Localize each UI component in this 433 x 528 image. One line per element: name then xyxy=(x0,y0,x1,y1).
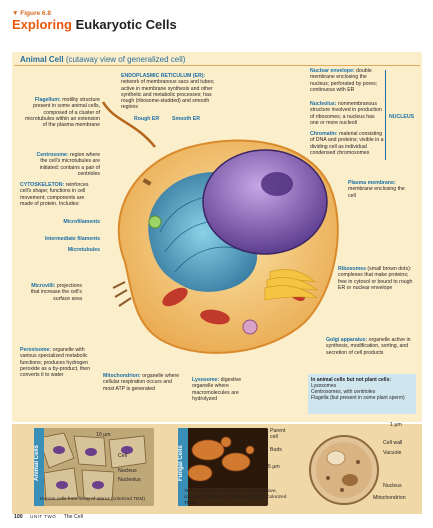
ribosomes-label: Ribosomes (small brown dots): complexes … xyxy=(338,266,416,291)
single-scale-label: 1 µm xyxy=(390,422,402,428)
nucleus-label: NUCLEUS xyxy=(389,114,414,120)
lysosome-label: Lysosome: digestive organelle where macr… xyxy=(192,377,258,402)
nucleus-shape xyxy=(203,150,327,254)
page-number: 100 xyxy=(14,514,23,520)
flagellum-label: Flagellum: motility structure present in… xyxy=(20,97,100,128)
page-title: Exploring Eukaryotic Cells xyxy=(12,17,177,32)
panel-title-main: Animal Cell xyxy=(20,55,64,64)
figure-label: ▼ Figure 6.8 xyxy=(12,10,51,17)
animal-scale-label: 10 µm xyxy=(96,432,111,438)
centrosome-label: Centrosome: region where the cell's micr… xyxy=(28,152,100,177)
parent-cell-label: Parent cell xyxy=(270,428,294,441)
microvilli-shape xyxy=(113,282,131,306)
title-colored: Exploring xyxy=(12,17,72,32)
intermediate-filaments-label: Intermediate filaments xyxy=(20,236,100,242)
cell-wall-label: Cell wall xyxy=(383,440,402,446)
yeast-scale-label: 5 µm xyxy=(268,464,280,470)
vacuole-label: Vacuole xyxy=(383,450,401,456)
cytoskeleton-label: CYTOSKELETON: reinforces cell's shape; f… xyxy=(20,182,94,207)
unit-label: UNIT TWO xyxy=(30,514,56,519)
animal-cell-label: Cell xyxy=(118,453,127,459)
animal-caption: Human cells from lining of uterus (color… xyxy=(40,497,160,503)
mitochondrion-label: Mitochondrion: organelle where cellular … xyxy=(103,373,181,392)
microfilaments-label: Microfilaments xyxy=(30,219,100,225)
buds-label: Buds xyxy=(270,447,282,453)
panel-divider xyxy=(14,65,420,66)
plasma-membrane-label: Plasma membrane: membrane enclosing the … xyxy=(348,180,412,199)
chromatin-label: Chromatin: material consisting of DNA an… xyxy=(310,131,384,156)
single-mito-label: Mitochondrion xyxy=(373,495,406,501)
animal-micrograph xyxy=(34,428,154,506)
animal-nucleolus-label: Nucleolus xyxy=(118,477,141,483)
panel-subtitle: (cutaway view of generalized cell) xyxy=(66,55,186,64)
page-footer: 100 UNIT TWO The Cell xyxy=(14,514,83,520)
chapter-label: The Cell xyxy=(64,514,83,520)
animal-only-note: In animal cells but not plant cells: Lys… xyxy=(308,374,416,414)
lysosome-shape xyxy=(243,320,257,334)
peroxisome-shape xyxy=(149,216,161,228)
er-label: ENDOPLASMIC RETICULUM (ER): network of m… xyxy=(121,73,223,111)
panel-title: Animal Cell (cutaway view of generalized… xyxy=(20,55,185,64)
animal-nucleus-label: Nucleus xyxy=(118,468,137,474)
note-line-3: Flagella (but present in some plant sper… xyxy=(311,395,413,401)
single-nucleus-label: Nucleus xyxy=(383,483,402,489)
figure-header: ▼ Figure 6.8 Exploring Eukaryotic Cells xyxy=(0,0,433,50)
nucleus-bracket xyxy=(385,70,386,160)
nucleolus-label: Nucleolus: nonmembranous structure invol… xyxy=(310,101,382,126)
yeast-caption: Yeast cells: reproducing by budding (abo… xyxy=(184,489,294,507)
animal-cells-tab: Animal Cells xyxy=(34,428,44,506)
peroxisome-label: Peroxisome: organelle with various speci… xyxy=(20,347,92,378)
microtubules-label: Microtubules xyxy=(30,247,100,253)
microvilli-label: Microvilli: projections that increase th… xyxy=(28,283,82,302)
nuclear-envelope-label: Nuclear envelope: double membrane enclos… xyxy=(310,68,382,93)
golgi-label: Golgi apparatus: organelle active in syn… xyxy=(326,337,412,356)
smooth-er-label: Smooth ER xyxy=(172,116,200,122)
nucleolus-shape xyxy=(261,172,293,196)
title-rest: Eukaryotic Cells xyxy=(76,17,177,32)
rough-er-label: Rough ER xyxy=(134,116,159,122)
